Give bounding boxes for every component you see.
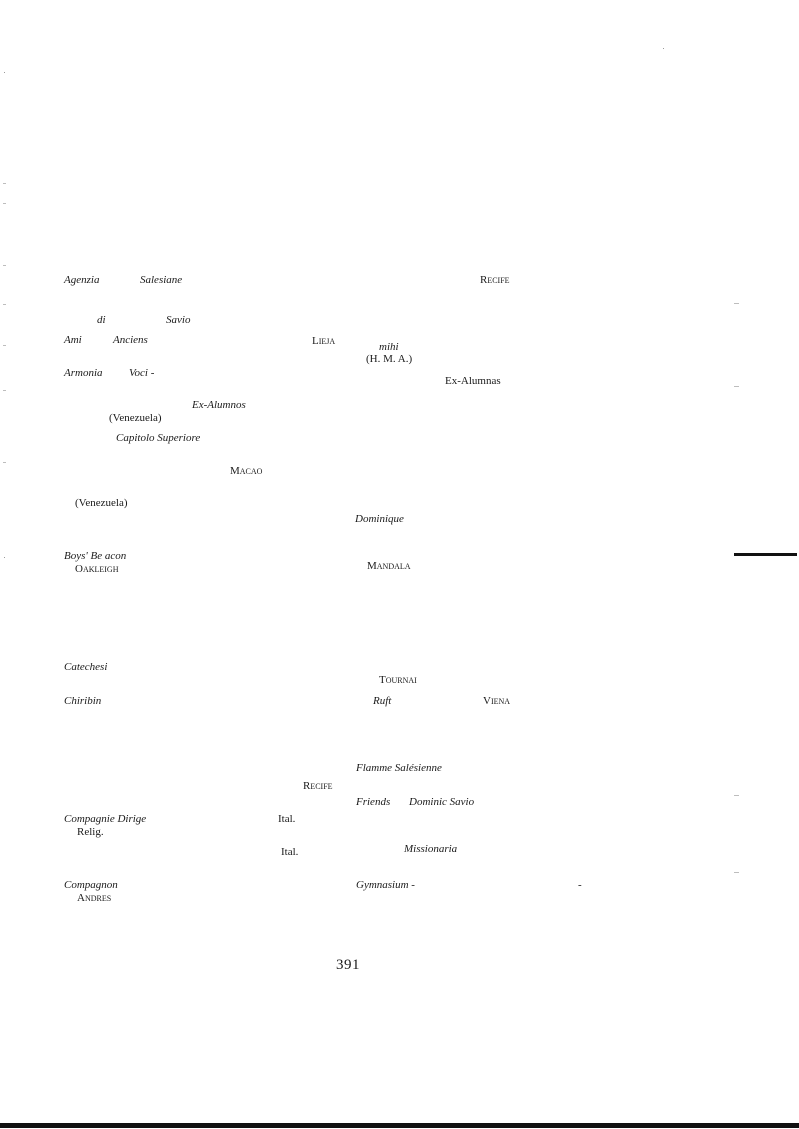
- text-andres: Andres: [77, 892, 112, 904]
- text-relig: Relig.: [77, 826, 104, 838]
- text-ital-2: Ital.: [281, 846, 299, 858]
- text-gymnasium: Gymnasium -: [356, 879, 415, 891]
- text-flamme-salesienne: Flamme Salésienne: [356, 762, 442, 774]
- text-dominic-savio: Dominic Savio: [409, 796, 475, 808]
- text-anciens: Anciens: [113, 334, 148, 346]
- text-missionaria: Missionaria: [404, 843, 458, 855]
- text-ital: Ital.: [278, 813, 296, 825]
- text-ex-alumnos: Ex-Alumnos: [192, 399, 246, 411]
- text-friends: Friends: [356, 796, 391, 808]
- text-armonia: Armonia: [64, 367, 103, 379]
- text-boys-beacon: Boys' Be acon: [64, 550, 127, 562]
- text-venezuela: (Venezuela): [109, 412, 162, 424]
- text-dash: -: [578, 879, 582, 891]
- text-di: di: [97, 314, 106, 326]
- text-dominique: Dominique: [355, 513, 404, 525]
- margin-rule: [734, 553, 797, 556]
- text-viena: Viena: [483, 695, 511, 707]
- text-venezuela-2: (Venezuela): [75, 497, 128, 509]
- text-compagnon: Compagnon: [64, 879, 118, 891]
- text-mandala: Mandala: [367, 560, 411, 572]
- text-recife: Recife: [480, 274, 510, 286]
- page-number: 391: [336, 957, 360, 973]
- text-chiribin: Chiribin: [64, 695, 102, 707]
- text-salesiane: Salesiane: [140, 274, 183, 286]
- text-ami: Ami: [64, 334, 82, 346]
- text-tournai: Tournai: [379, 674, 417, 686]
- text-macao: Macao: [230, 465, 263, 477]
- text-voci: Voci -: [129, 367, 155, 379]
- text-oakleigh: Oakleigh: [75, 563, 119, 575]
- text-compagnie-dirige: Compagnie Dirige: [64, 813, 147, 825]
- text-savio: Savio: [166, 314, 191, 326]
- text-ex-alumnas: Ex-Alumnas: [445, 375, 501, 387]
- text-catechesi: Catechesi: [64, 661, 108, 673]
- bottom-rule: [0, 1123, 799, 1128]
- text-mihi: mihi: [379, 341, 399, 353]
- text-agenzia: Agenzia: [64, 274, 100, 286]
- text-lieja: Lieja: [312, 335, 336, 347]
- text-capitolo-superiore: Capitolo Superiore: [116, 432, 201, 444]
- text-recife-2: Recife: [303, 780, 333, 792]
- text-hma: (H. M. A.): [366, 353, 413, 365]
- text-ruft: Ruft: [373, 695, 392, 707]
